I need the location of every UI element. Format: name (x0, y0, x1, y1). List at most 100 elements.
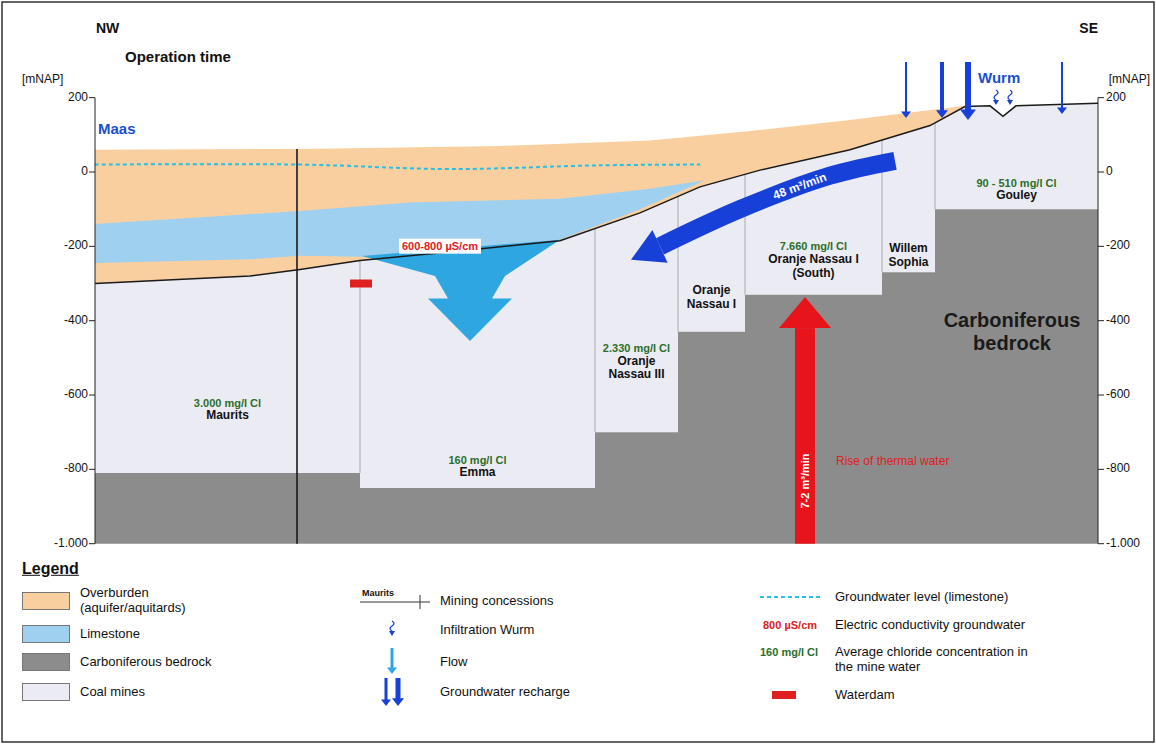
recharge-arrow-head (936, 110, 948, 118)
recharge-arrow (1061, 62, 1063, 109)
boundary-line (296, 149, 298, 544)
axis-tick (89, 97, 95, 98)
legend-text: Overburden (aquifer/aquitards) (80, 586, 230, 616)
flow-arrow (660, 161, 895, 246)
axis-label: 0 (1106, 165, 1113, 179)
axis-label: 200 (68, 91, 88, 105)
axis-tick (89, 246, 95, 247)
chloride-label: 7.660 mg/l Cl (780, 240, 847, 253)
mine-name: Maurits (206, 409, 249, 423)
waterdam (350, 280, 372, 288)
legend-text: Coal mines (80, 685, 145, 700)
infiltration-arrowhead (389, 631, 395, 636)
axis-tick (89, 172, 95, 173)
legend-text: Flow (440, 655, 467, 670)
legend-text: Infiltration Wurm (440, 623, 534, 638)
legend-text: Groundwater level (limestone) (835, 590, 1008, 605)
legend-swatch (22, 592, 70, 610)
bedrock-top-line (95, 103, 1098, 283)
legend-flow-arrow (391, 648, 394, 669)
bedrock-label: Carboniferous bedrock (937, 309, 1087, 355)
axis-tick (89, 543, 95, 544)
recharge-arrow-head (1057, 108, 1067, 115)
recharge-arrow-head (960, 110, 976, 120)
axis-label: -800 (64, 462, 88, 476)
axis-tick (1098, 172, 1104, 173)
groundwater-level (95, 164, 700, 169)
mine-concession: Oranje Nassau I (678, 174, 745, 332)
legend-text: Groundwater recharge (440, 685, 570, 700)
infiltration-arrow (994, 90, 998, 100)
axis-label: 0 (81, 165, 88, 179)
legend-text: Carboniferous bedrock (80, 655, 212, 670)
chloride-label: 160 mg/l Cl (760, 646, 818, 659)
axis-tick (89, 320, 95, 321)
legend-text: Limestone (80, 627, 140, 642)
concession-line (595, 229, 596, 433)
axis-label: -400 (1106, 314, 1130, 328)
axis-label: -200 (1106, 239, 1130, 253)
mine-concession: 160 mg/l ClEmma (360, 229, 595, 488)
thermal-arrow (795, 328, 815, 544)
axis-label: [mNAP] (1109, 73, 1150, 87)
axis-tick (1098, 543, 1104, 544)
flow-rate-label: 7-2 m³/min (799, 453, 812, 508)
infiltration-arrowhead (1007, 100, 1013, 105)
legend-swatch (772, 691, 796, 699)
river-label: Wurm (978, 69, 1020, 86)
legend-recharge-arrow (396, 678, 401, 700)
chloride-label: 160 mg/l Cl (448, 454, 506, 467)
axis-label: -600 (64, 388, 88, 402)
mine-concession: 3.000 mg/l ClMaurits (95, 260, 360, 473)
axis-tick (1098, 395, 1104, 396)
cone-of-depression (362, 240, 560, 341)
recharge-arrow (940, 62, 944, 112)
legend-recharge-arrow (385, 678, 388, 701)
chloride-label: 3.000 mg/l Cl (194, 397, 261, 410)
axis-tick (1098, 97, 1104, 98)
chloride-label: 2.330 mg/l Cl (603, 342, 670, 355)
mine-name: Willem Sophia (884, 242, 933, 270)
river-label: Maas (98, 121, 136, 138)
mine-name: Gouley (996, 189, 1037, 203)
infiltration-arrow (390, 621, 394, 631)
legend-swatch (22, 683, 70, 701)
legend-text: Mining concessions (440, 594, 553, 609)
mine-name: Emma (459, 466, 495, 480)
legend-groundwater-level (760, 596, 822, 598)
recharge-arrow-head (901, 112, 911, 119)
sample-label: Maurits (362, 588, 394, 598)
mine-name: Oranje Nassau III (597, 355, 676, 383)
concession-line (745, 174, 746, 294)
axis-tick (1098, 320, 1104, 321)
flow-arrowhead (631, 230, 668, 263)
title: Operation time (125, 48, 231, 65)
legend-recharge-arrow-head (392, 698, 404, 706)
legend-text: Electric conductivity groundwater (835, 618, 1025, 633)
axis-label: -1.000 (1106, 537, 1140, 551)
legend-swatch (22, 625, 70, 643)
concession-line (678, 196, 679, 331)
axis-label: 200 (1106, 91, 1126, 105)
infiltration-arrowhead (993, 100, 999, 105)
legend-flow-arrow-head (387, 668, 397, 675)
mine-name: Oranje Nassau I (680, 284, 743, 312)
legend-text: Waterdam (835, 688, 894, 703)
recharge-arrow (905, 62, 907, 113)
concession-line (935, 123, 936, 209)
axis-tick (1098, 469, 1104, 470)
annotation: Rise of thermal water (836, 455, 949, 469)
conductivity-label: 600-800 µS/cm (399, 239, 481, 254)
axis-label: -600 (1106, 388, 1130, 402)
direction-label: NW (96, 20, 119, 36)
mine-concession: Willem Sophia (882, 123, 935, 273)
mine-concession: 90 - 510 mg/l ClGouley (935, 103, 1098, 209)
axis-label: -1.000 (54, 537, 88, 551)
thermal-arrowhead (779, 297, 831, 328)
legend-recharge-arrow-head (381, 700, 391, 707)
legend-text: Average chloride concentration in the mi… (835, 645, 1035, 675)
chloride-label: 90 - 510 mg/l Cl (976, 177, 1056, 190)
mine-name: Oranje Nassau I (South) (747, 253, 880, 281)
